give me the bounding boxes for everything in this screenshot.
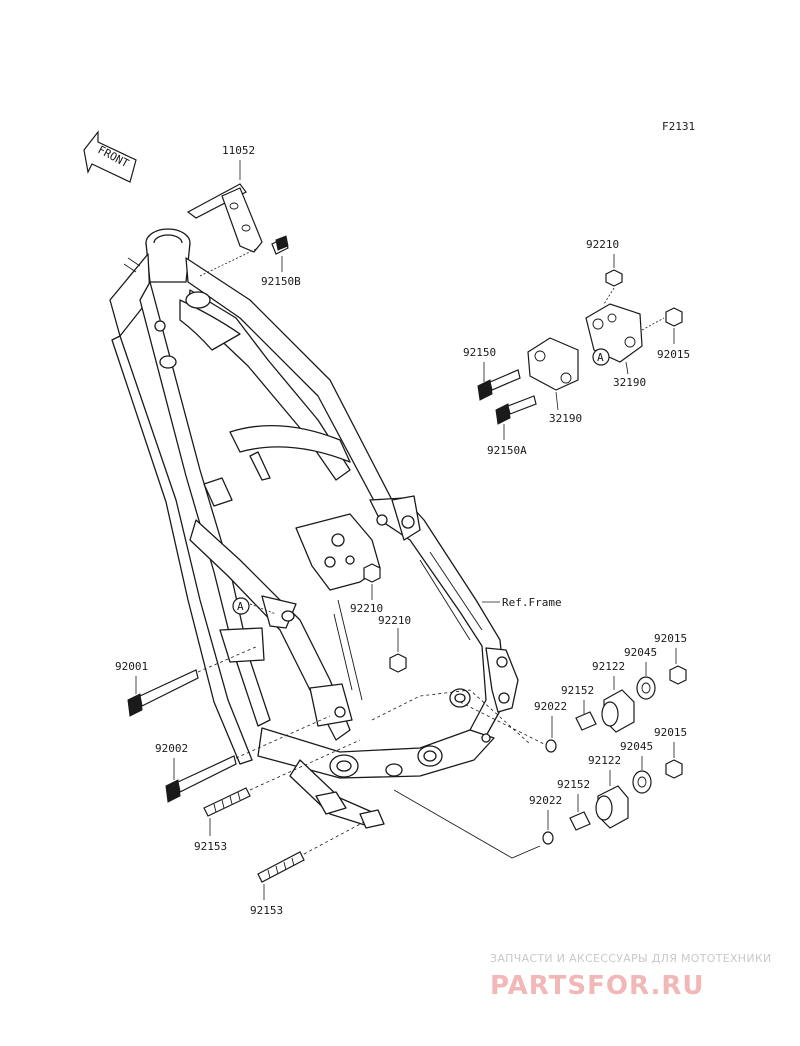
watermark-logo: PARTSFOR.RU: [490, 971, 704, 1001]
part-label-92045-r1: 92045: [624, 646, 657, 659]
engine-mount-bracket-upper: A: [477, 269, 683, 425]
part-label-32190-a: 32190: [613, 376, 646, 389]
bearing-stack-upper: [459, 665, 687, 753]
part-label-92122-r1: 92122: [592, 660, 625, 673]
part-label-92150: 92150: [463, 346, 496, 359]
part-label-92022-r2: 92022: [529, 794, 562, 807]
part-label-92150b: 92150B: [261, 275, 301, 288]
part-label-92210-mid2: 92210: [378, 614, 411, 627]
part-label-92122-r2: 92122: [588, 754, 621, 767]
callout-a-lower: A: [237, 600, 244, 613]
figure-code: F2131: [662, 120, 695, 133]
part-label-92001: 92001: [115, 660, 148, 673]
stud-92153-upper: [203, 739, 361, 817]
nut-92210-mid: [363, 563, 381, 583]
bolt-92001: [127, 645, 259, 717]
bearing-stack-lower: [393, 759, 683, 859]
nut-92210-mid2: [389, 653, 407, 673]
stud-92153-lower: [257, 821, 365, 883]
part-label-92153-a: 92153: [194, 840, 227, 853]
part-label-92015-top: 92015: [657, 348, 690, 361]
bolt-92002: [165, 715, 331, 803]
motorcycle-frame: [109, 228, 519, 829]
part-label-92152-r2: 92152: [557, 778, 590, 791]
part-label-92045-r2: 92045: [620, 740, 653, 753]
part-label-92153-b: 92153: [250, 904, 283, 917]
bracket-11052: [186, 183, 289, 255]
ref-frame-label: Ref.Frame: [502, 596, 562, 609]
part-label-92002: 92002: [155, 742, 188, 755]
part-label-92152-r1: 92152: [561, 684, 594, 697]
part-label-92022-r1: 92022: [534, 700, 567, 713]
part-label-32190-b: 32190: [549, 412, 582, 425]
part-label-92015-r2: 92015: [654, 726, 687, 739]
callout-a-upper: A: [597, 351, 604, 364]
part-label-92210-mid1: 92210: [350, 602, 383, 615]
part-label-11052: 11052: [222, 144, 255, 157]
part-label-92150a: 92150A: [487, 444, 527, 457]
part-label-92210-top: 92210: [586, 238, 619, 251]
front-arrow-icon: FRONT: [83, 130, 137, 183]
part-label-92015-r1: 92015: [654, 632, 687, 645]
watermark-tagline: ЗАПЧАСТИ И АКСЕССУАРЫ ДЛЯ МОТОТЕХНИКИ: [490, 952, 772, 965]
